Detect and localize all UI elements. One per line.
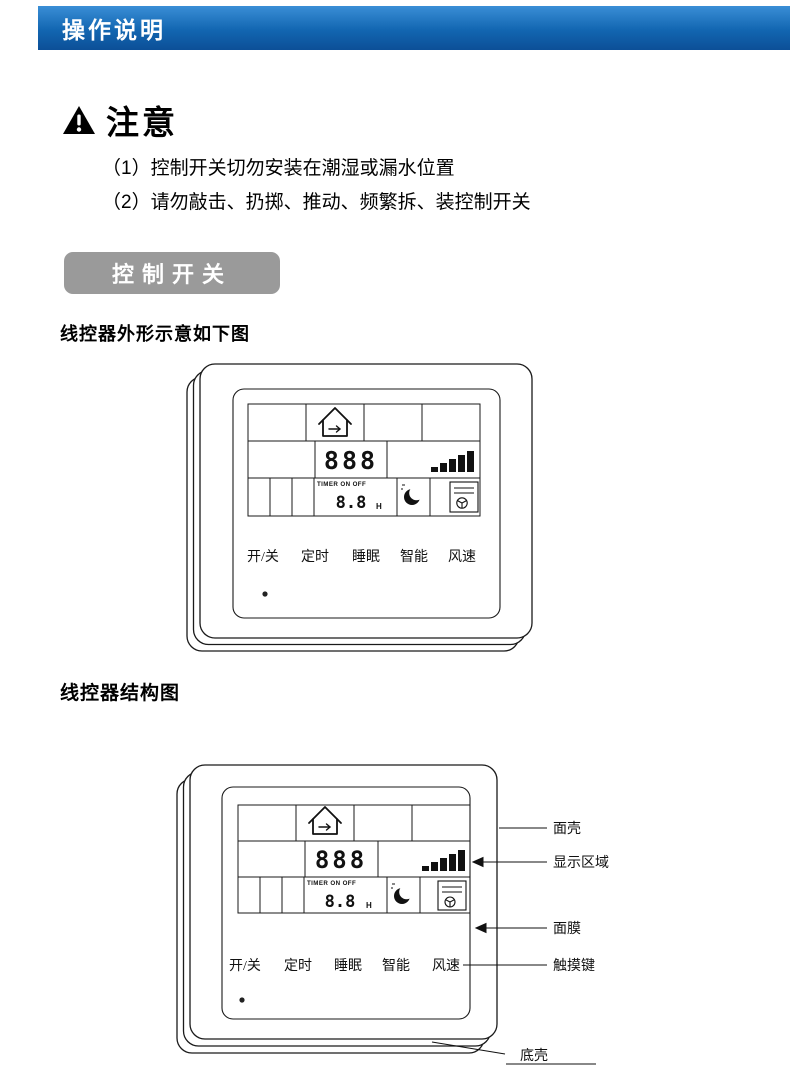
notice-header: 注意	[62, 96, 178, 144]
power-key-label: 开/关	[229, 958, 261, 974]
sleep-key-label: 睡眠	[334, 958, 362, 974]
callout-display-area: 显示区域	[553, 854, 609, 870]
temp-display-digits: 888	[315, 846, 367, 874]
vent-fan-icon	[437, 880, 467, 911]
fan-speed-bars-icon	[422, 850, 465, 871]
home-auto-icon	[308, 806, 342, 835]
home-auto-icon	[318, 407, 352, 437]
timer-digits: 8.8	[336, 493, 367, 513]
callout-leaders	[431, 827, 596, 1065]
touch-key-labels: 开/关 定时 睡眠 智能 风速	[247, 549, 476, 565]
fan-speed-bars-icon	[431, 451, 474, 472]
front-panel	[232, 388, 501, 619]
timer-unit: H	[366, 901, 372, 910]
callout-bottom-shell: 底壳	[520, 1047, 548, 1063]
smart-key-label: 智能	[382, 958, 410, 974]
notice-item-1: （1）控制开关切勿安装在潮湿或漏水位置	[102, 158, 455, 179]
power-key-label: 开/关	[247, 549, 279, 565]
temp-display-digits: 888	[324, 446, 378, 475]
indicator-dot	[239, 997, 245, 1003]
timer-caption: TIMER ON OFF	[307, 880, 356, 887]
timer-caption: TIMER ON OFF	[317, 481, 366, 488]
notice-item-2: （2）请勿敲击、扔掷、推动、频繁拆、装控制开关	[102, 192, 531, 213]
sleep-key-label: 睡眠	[352, 549, 380, 565]
touch-key-labels: 开/关 定时 睡眠 智能 风速	[229, 958, 460, 974]
notice-title: 注意	[106, 104, 178, 141]
timer-digits: 8.8	[325, 892, 356, 912]
lcd-grid	[247, 403, 481, 517]
controller-outline-figure: 888 TIMER ON OFF 8.8 H 开/关 定时 睡眠 智能 风速	[186, 363, 533, 652]
callout-membrane: 面膜	[553, 920, 581, 936]
warning-icon	[63, 105, 95, 134]
vent-fan-icon	[449, 481, 479, 513]
indicator-dot	[262, 591, 268, 597]
fanspeed-key-label: 风速	[432, 958, 460, 974]
sleep-moon-icon	[401, 484, 424, 505]
header-bar: 操作说明	[38, 6, 790, 50]
sleep-moon-icon	[391, 883, 414, 904]
smart-key-label: 智能	[400, 549, 428, 565]
fanspeed-key-label: 风速	[448, 549, 476, 565]
notice-items: （1）控制开关切勿安装在潮湿或漏水位置 （2）请勿敲击、扔掷、推动、频繁拆、装控…	[102, 152, 531, 220]
figure1-caption: 线控器外形示意如下图	[60, 324, 250, 344]
timer-key-label: 定时	[284, 958, 312, 974]
page-title: 操作说明	[62, 17, 166, 43]
lcd-grid	[237, 804, 471, 914]
controller-structure-figure: 888 TIMER ON OFF 8.8 H 开/关 定时 睡眠 智能 风速	[176, 764, 609, 1065]
callout-touch-keys: 触摸键	[553, 957, 595, 973]
figure2-caption: 线控器结构图	[60, 683, 181, 704]
section-badge: 控制开关	[64, 252, 280, 294]
timer-key-label: 定时	[301, 549, 329, 565]
timer-unit: H	[376, 502, 382, 511]
callout-front-shell: 面壳	[553, 820, 581, 836]
